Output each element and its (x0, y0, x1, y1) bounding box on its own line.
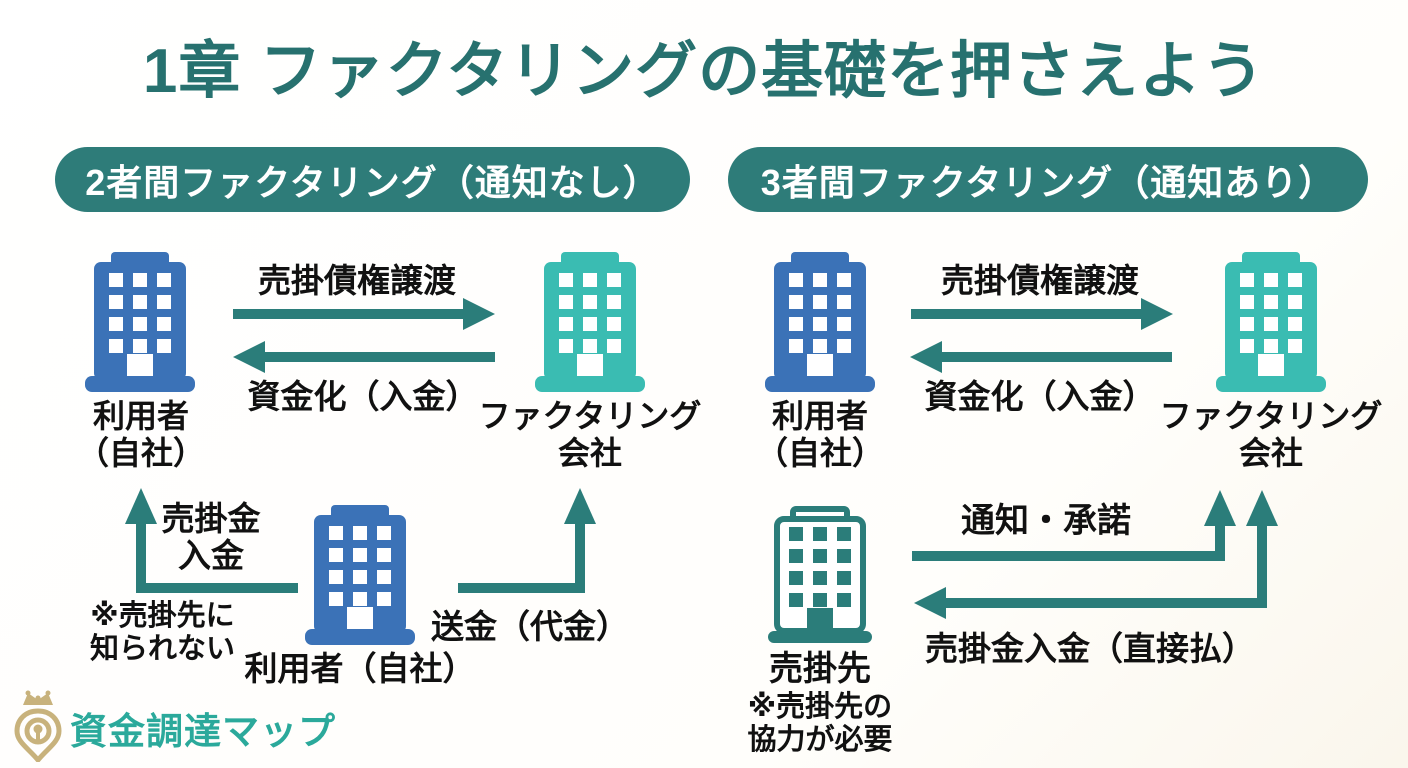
remit-arrow (458, 488, 596, 593)
funding-arrow-right (910, 341, 1172, 373)
note-not-known: ※売掛先に 知られない (89, 600, 235, 665)
brand-pin-crown-icon (14, 690, 62, 762)
transfer-arrow-right (911, 298, 1173, 330)
label-factoring-left: ファクタリング 会社 (478, 398, 702, 471)
label-transfer-left: 売掛債権譲渡 (258, 262, 456, 299)
label-remit: 送金（代金） (431, 608, 629, 645)
label-funding-right: 資金化（入金） (924, 378, 1156, 415)
label-debtor: 売掛先 (769, 650, 871, 688)
label-user-bottom: 利用者（自社） (244, 650, 476, 687)
notice-arrow (912, 490, 1236, 561)
building-icon-factoring-left (535, 252, 645, 392)
brand-name: 資金調達マップ (70, 711, 336, 752)
heading-three-party: 3者間ファクタリング（通知あり） (728, 147, 1368, 212)
building-icon-factoring-right (1216, 252, 1326, 392)
label-transfer-right: 売掛債権譲渡 (941, 262, 1139, 299)
page-title: 1章 ファクタリングの基礎を押さえよう (142, 37, 1266, 106)
building-icon-user-right (765, 252, 875, 392)
building-icon-debtor (765, 506, 875, 646)
deposit-arrow (125, 488, 298, 593)
transfer-arrow-left (233, 298, 495, 330)
label-deposit: 売掛金 入金 (161, 500, 261, 574)
heading-two-party: 2者間ファクタリング（通知なし） (55, 147, 690, 212)
note-debtor-cooperation: ※売掛先の 協力が必要 (747, 691, 893, 756)
payment-arrow (914, 490, 1278, 619)
label-user-left: 利用者 （自社） (76, 398, 205, 471)
label-factoring-right: ファクタリング 会社 (1159, 398, 1383, 471)
building-icon-user-bottom (305, 505, 415, 645)
building-icon-user-left (85, 252, 195, 392)
label-payment: 売掛金入金（直接払） (925, 630, 1255, 667)
funding-arrow-left (233, 341, 495, 373)
label-user-right: 利用者 （自社） (755, 398, 884, 471)
label-notice: 通知・承諾 (961, 502, 1131, 540)
label-funding-left: 資金化（入金） (247, 378, 479, 415)
